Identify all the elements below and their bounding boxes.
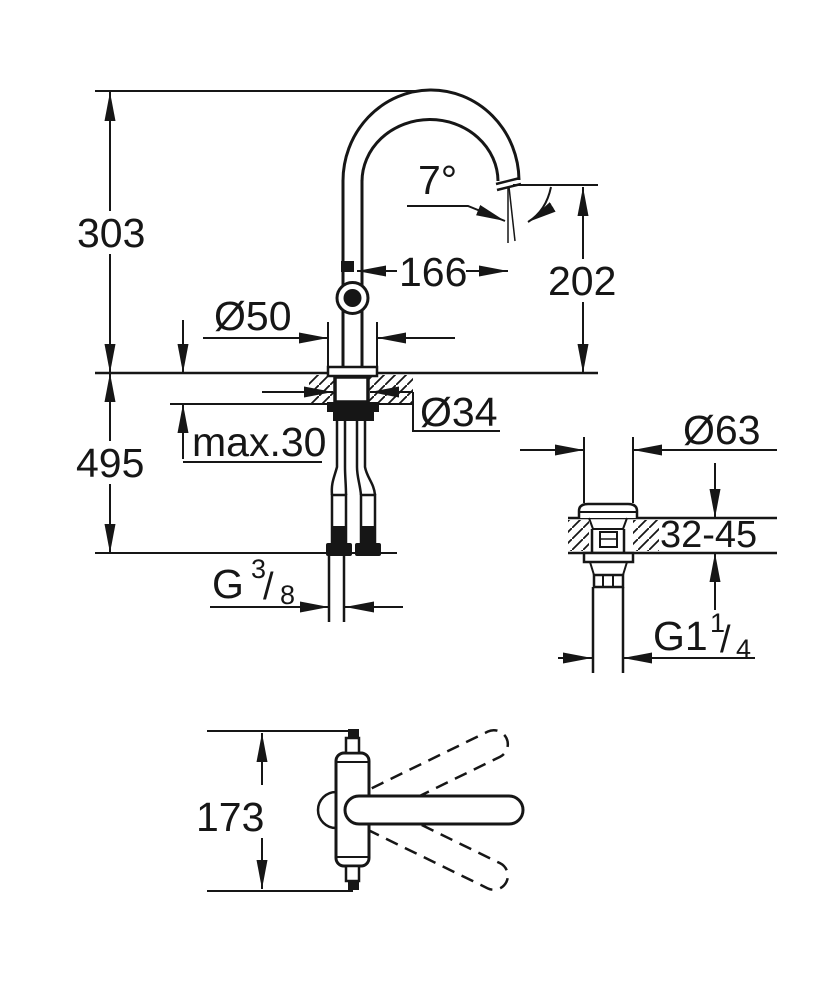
drain-body-sides xyxy=(590,529,626,553)
handle-lever-tick xyxy=(341,261,354,272)
supply-hoses xyxy=(330,421,377,496)
dim-202-label: 202 xyxy=(548,258,616,304)
drain-tailpipe xyxy=(591,587,625,673)
g38-denominator: 8 xyxy=(280,580,295,610)
dim-angle-label: 7° xyxy=(418,157,457,203)
drain-hex xyxy=(592,573,625,589)
counter-hatch-right xyxy=(368,375,413,403)
dim-g38: G 3 / 8 xyxy=(210,554,403,613)
dim-495: 495 xyxy=(76,373,397,554)
g38-slash: / xyxy=(263,566,274,608)
base-flange xyxy=(326,365,379,378)
faucet-top-view xyxy=(316,728,525,892)
dim-g114: G1 1 / 4 xyxy=(558,608,755,664)
stud-foot-right xyxy=(355,543,381,556)
dim-166-label: 166 xyxy=(399,249,467,295)
handle-ball-inner xyxy=(343,289,362,307)
g114-slash: / xyxy=(720,619,731,661)
g114-main: G1 xyxy=(653,613,708,659)
ext-lines-173 xyxy=(207,730,353,892)
stem-bolt-top xyxy=(348,729,359,738)
dim-d50-label: Ø50 xyxy=(214,293,292,339)
g114-denominator: 4 xyxy=(736,634,751,664)
dim-303: 303 xyxy=(77,90,415,373)
drain-locknut xyxy=(582,551,635,564)
dim-32-45: 32-45 xyxy=(660,463,757,610)
dim-max30: max.30 xyxy=(177,320,326,465)
spout-inner-arc xyxy=(360,118,500,183)
dim-202: 202 xyxy=(513,184,616,373)
dim-166: 166 xyxy=(357,249,508,295)
drain-taper xyxy=(589,561,628,576)
counter-hatch-left xyxy=(309,375,335,403)
dim-495-label: 495 xyxy=(76,440,144,486)
mounting-nut-lower xyxy=(333,412,374,421)
dim-d63: Ø63 xyxy=(520,407,777,503)
dim-173: 173 xyxy=(196,730,353,892)
stream-ref-angled xyxy=(508,186,516,242)
stem-collar-bottom xyxy=(344,864,361,883)
handle-lever-solid xyxy=(343,794,525,826)
spout-mouth-line-1 xyxy=(495,176,521,186)
g38-main: G xyxy=(212,561,244,607)
drain-hex-ribs xyxy=(602,575,614,587)
dim-d34: Ø34 xyxy=(262,386,500,435)
mounting-shank xyxy=(333,375,370,404)
mounting-nut-upper xyxy=(327,402,379,412)
stud-thread-left xyxy=(332,526,346,543)
stud-foot-left xyxy=(326,543,352,556)
drain-side-view xyxy=(568,502,777,673)
g114-numerator: 1 xyxy=(710,608,725,638)
drain-hatch-left xyxy=(568,520,589,551)
dim-angle-7: 7° xyxy=(407,157,556,243)
drain-hatch-right xyxy=(633,520,659,551)
dim-d34-label: Ø34 xyxy=(420,389,498,435)
stem-bolt-bottom xyxy=(348,881,359,890)
dim-32-45-label: 32-45 xyxy=(660,514,757,556)
drain-neck xyxy=(588,517,628,530)
dim-d50: Ø50 xyxy=(203,293,455,367)
g38-numerator: 3 xyxy=(251,554,266,584)
d34-leader xyxy=(412,392,500,432)
stem-collar-top xyxy=(344,736,361,755)
dim-max30-label: max.30 xyxy=(192,419,326,465)
angle-arc-arrow xyxy=(527,186,556,223)
d63-ext-lines xyxy=(583,437,634,503)
spout-outer-arc xyxy=(341,88,521,183)
stud-thread-right xyxy=(361,526,375,543)
d50-ext-lines xyxy=(327,322,378,367)
angle-leader xyxy=(407,205,506,222)
body-cap-lines xyxy=(336,761,369,858)
dim-303-label: 303 xyxy=(77,210,145,256)
faucet-front-view xyxy=(95,88,598,622)
dim-173-label: 173 xyxy=(196,794,264,840)
dim-d63-label: Ø63 xyxy=(683,407,761,453)
